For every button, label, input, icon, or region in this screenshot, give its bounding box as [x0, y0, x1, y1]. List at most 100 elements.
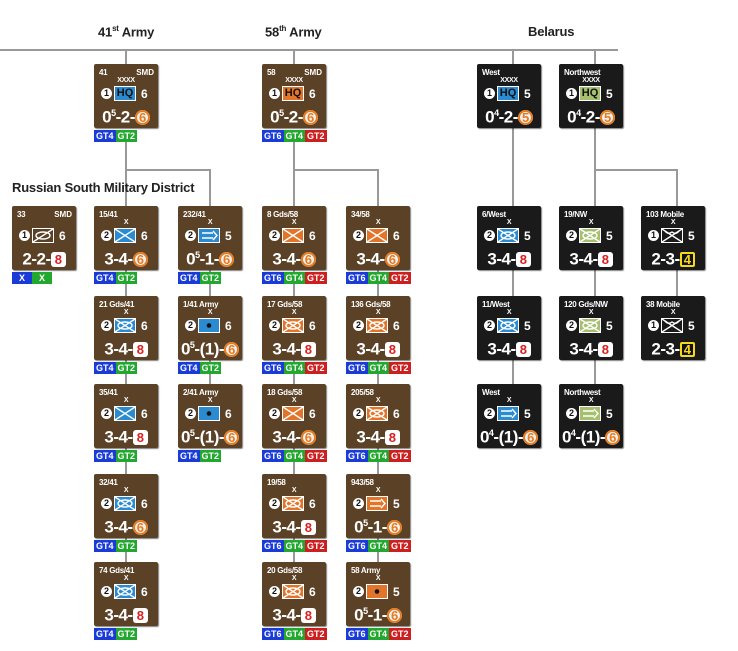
unit-counter-34-58[interactable]: 34/58 X 2 6 3-4-6: [346, 206, 410, 270]
unit-counter-32-41[interactable]: 32/41 X 2 6 3-4-6: [94, 474, 158, 538]
defense-value: 3: [665, 249, 675, 269]
defense-value: 4: [583, 339, 593, 359]
game-turn-tag: GT2: [305, 362, 327, 374]
unit-counter-18gds58[interactable]: 18 Gds/58 X 2 6 3-4-6: [262, 384, 326, 448]
unit-counter-103mobile[interactable]: 103 Mobile X 1 5 2-3-4: [641, 206, 705, 270]
armor-symbol-icon: [282, 496, 304, 511]
attack-value: 0: [102, 107, 112, 127]
unit-counter-19-58[interactable]: 19/58 X 2 6 3-4-8: [262, 474, 326, 538]
unit-size-marker: X: [291, 309, 297, 316]
combat-stats: 3-4-8: [477, 336, 541, 359]
defense-value: 4: [118, 339, 128, 359]
movement-value: 5: [524, 229, 531, 243]
game-turn-tag: GT6: [262, 540, 284, 552]
unit-counter-17gds58[interactable]: 17 Gds/58 X 2 6 3-4-8: [262, 296, 326, 360]
combat-stats: 3-4-8: [94, 336, 158, 359]
combat-stats: 3-4-8: [346, 424, 410, 447]
unit-name: 20 Gds/58: [267, 566, 303, 575]
game-turn-tag: GT2: [305, 272, 327, 284]
header-russian-south-military-district: Russian South Military District: [12, 180, 195, 195]
unit-counter-northwest[interactable]: Northwest XXXX 1 HQ 5 04-2-5: [559, 64, 623, 128]
movement-value: 5: [606, 407, 613, 421]
attack-superscript: 5: [195, 250, 200, 260]
unit-counter-8gds58[interactable]: 8 Gds/58 X 2 6 3-4-6: [262, 206, 326, 270]
game-turn-tag: GT2: [115, 362, 138, 374]
defense-value: 4: [286, 517, 296, 537]
movement-value: 5: [606, 229, 613, 243]
game-turn-tag: GT4: [178, 272, 200, 284]
unit-name: 17 Gds/58: [267, 300, 303, 309]
cohesion-badge: 6: [224, 429, 240, 445]
movement-value: 6: [309, 319, 316, 333]
unit-counter-19nw[interactable]: 19/NW X 2 5 3-4-8: [559, 206, 623, 270]
unit-name: 32/41: [99, 478, 118, 487]
movement-value: 5: [688, 319, 695, 333]
step-marker: 2: [566, 408, 577, 419]
movement-value: 6: [141, 87, 148, 101]
unit-counter-15-41[interactable]: 15/41 X 2 6 3-4-6: [94, 206, 158, 270]
unit-counter-38mobile[interactable]: 38 Mobile X 1 5 2-3-4: [641, 296, 705, 360]
game-turn-tag: GT2: [389, 362, 411, 374]
defense-value: 4: [370, 339, 380, 359]
combat-stats: 3-4-8: [262, 602, 326, 625]
unit-counter-6west[interactable]: 6/West X 2 5 3-4-8: [477, 206, 541, 270]
unit-counter-11west[interactable]: 11/West X 2 5 3-4-8: [477, 296, 541, 360]
movement-value: 6: [141, 229, 148, 243]
unit-counter-20gds58[interactable]: 20 Gds/58 X 2 6 3-4-8: [262, 562, 326, 626]
unit-counter-west[interactable]: West XXXX 1 HQ 5 04-2-5: [477, 64, 541, 128]
attack-value: 3: [569, 339, 579, 359]
attack-value: 3: [104, 517, 114, 537]
unit-counter-58smd[interactable]: 58 SMD XXXX 1 HQ 6 05-2-6: [262, 64, 326, 128]
unit-counter-41smd[interactable]: 41 SMD XXXX 1 HQ 6 05-2-6: [94, 64, 158, 128]
unit-counter-1-41army[interactable]: 1/41 Army X 2 6 05-(1)-6: [178, 296, 242, 360]
unit-name: 21 Gds/41: [99, 300, 135, 309]
unit-size-marker: X: [207, 219, 213, 226]
unit-counter-2-41army[interactable]: 2/41 Army X 2 6 05-(1)-6: [178, 384, 242, 448]
cohesion-badge: 8: [384, 341, 400, 357]
mech-symbol-icon: [114, 228, 136, 243]
movement-value: 5: [393, 585, 400, 599]
armor-symbol-icon: [114, 496, 136, 511]
unit-counter-33smd[interactable]: 33 SMD 1 6 2-2-8: [12, 206, 76, 270]
cohesion-badge: 8: [515, 251, 531, 267]
attack-value: 3: [569, 249, 579, 269]
combat-stats: 3-4-6: [262, 246, 326, 269]
unit-counter-nwarty[interactable]: Northwest X 2 5 04-(1)-6: [559, 384, 623, 448]
step-marker: 2: [269, 586, 280, 597]
unit-counter-westarty[interactable]: West X 2 5 04-(1)-6: [477, 384, 541, 448]
game-turn-tag: GT2: [389, 272, 411, 284]
movement-value: 6: [309, 87, 316, 101]
unit-counter-35-41[interactable]: 35/41 X 2 6 3-4-8: [94, 384, 158, 448]
unit-name: 232/41: [183, 210, 206, 219]
combat-stats: 05-(1)-6: [178, 424, 242, 447]
mech-symbol-icon: [282, 228, 304, 243]
defense-value: 4: [118, 605, 128, 625]
movement-value: 6: [141, 319, 148, 333]
movement-value: 5: [606, 87, 613, 101]
unit-counter-232-41[interactable]: 232/41 X 2 5 05-1-6: [178, 206, 242, 270]
attack-superscript: 5: [189, 428, 195, 438]
movement-value: 6: [141, 407, 148, 421]
unit-counter-205-58[interactable]: 205/58 X 2 6 3-4-8: [346, 384, 410, 448]
unit-counter-136gds58[interactable]: 136 Gds/58 X 2 6 3-4-8: [346, 296, 410, 360]
unit-counter-120gdsnw[interactable]: 120 Gds/NW X 2 5 3-4-8: [559, 296, 623, 360]
armor-symbol-icon: [366, 406, 388, 421]
unit-size-marker: X: [123, 219, 129, 226]
combat-stats: 3-4-6: [94, 246, 158, 269]
unit-counter-74gds41[interactable]: 74 Gds/41 X 2 6 3-4-8: [94, 562, 158, 626]
attack-superscript: 5: [363, 606, 368, 616]
unit-counter-58army[interactable]: 58 Army X 2 5 05-1-6: [346, 562, 410, 626]
cohesion-badge: 8: [132, 341, 148, 357]
unit-counter-943-58[interactable]: 943/58 X 2 5 05-1-6: [346, 474, 410, 538]
hq-symbol-icon: HQ: [114, 86, 136, 101]
game-turn-tag: GT4: [178, 362, 200, 374]
game-turn-tag: X: [12, 272, 32, 284]
unit-size-marker: X: [123, 309, 129, 316]
defense-value: 4: [583, 249, 593, 269]
unit-counter-21gds41[interactable]: 21 Gds/41 X 2 6 3-4-8: [94, 296, 158, 360]
attack-superscript: 4: [570, 428, 576, 438]
